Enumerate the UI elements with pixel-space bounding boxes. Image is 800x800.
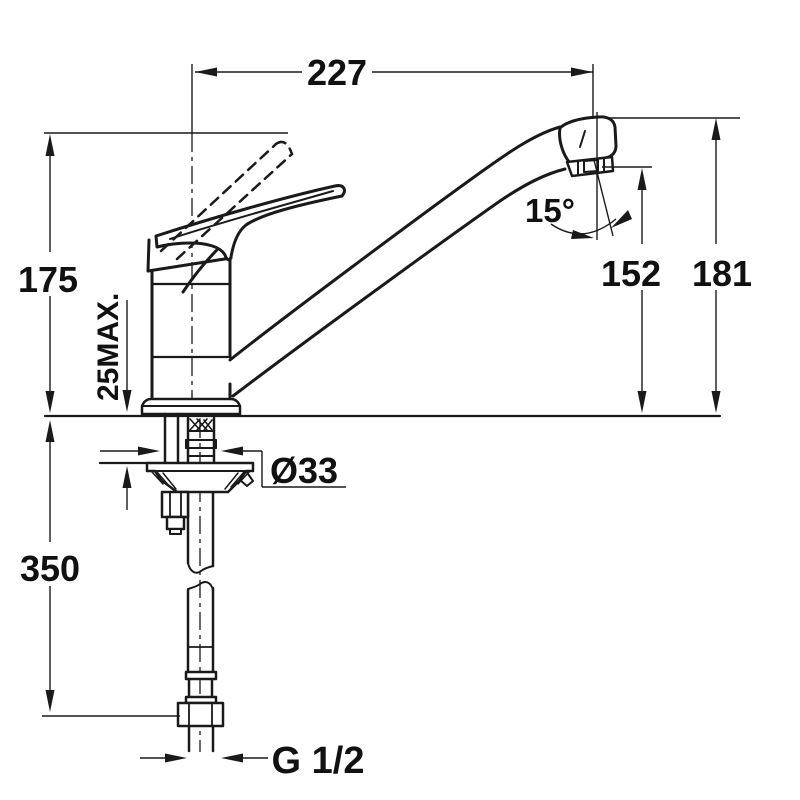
hose-end-fitting xyxy=(176,670,225,753)
dimension-label-spout-angle: 15° xyxy=(525,192,575,229)
dimension-spout-reach: 227 xyxy=(195,52,594,119)
dimension-label-spout-reach: 227 xyxy=(307,52,367,93)
dimension-counter-thickness: 25MAX. xyxy=(92,293,132,510)
dimension-total-height: 181 xyxy=(606,117,752,413)
dimension-hose-length: 350 xyxy=(20,420,180,717)
faucet-handle xyxy=(154,184,346,262)
faucet-body xyxy=(140,221,249,416)
dimension-hole-diameter: Ø33 xyxy=(100,446,346,491)
dimension-aerator-height: 152 xyxy=(601,166,661,413)
dimension-label-connection-thread: G 1/2 xyxy=(272,740,365,782)
dimension-label-hose-length: 350 xyxy=(20,548,80,589)
dimension-label-hole-diameter: Ø33 xyxy=(270,450,338,491)
mounting-clamp xyxy=(145,461,255,494)
countertop-line xyxy=(43,414,722,465)
supply-hose-lower xyxy=(186,581,215,674)
handle-raised-dashed xyxy=(159,140,294,261)
hex-nut xyxy=(176,701,225,728)
spout-arm xyxy=(228,125,567,398)
clamp-hatch xyxy=(151,471,250,490)
mounting-stud xyxy=(163,412,180,465)
dimension-label-counter-thickness: 25MAX. xyxy=(92,293,125,401)
dimension-label-handle-height: 175 xyxy=(18,259,78,300)
stud-nut xyxy=(160,490,190,535)
aerator xyxy=(565,155,615,178)
thread-hatch xyxy=(189,418,213,431)
spout-head xyxy=(558,115,618,178)
threaded-shank xyxy=(185,416,217,465)
dimension-spout-angle: 15° xyxy=(525,112,632,240)
dimension-label-total-height: 181 xyxy=(692,253,752,294)
dimension-connection-thread: G 1/2 xyxy=(140,740,364,782)
dimension-handle-height: 175 xyxy=(18,132,288,413)
dimension-label-aerator-height: 152 xyxy=(601,253,661,294)
